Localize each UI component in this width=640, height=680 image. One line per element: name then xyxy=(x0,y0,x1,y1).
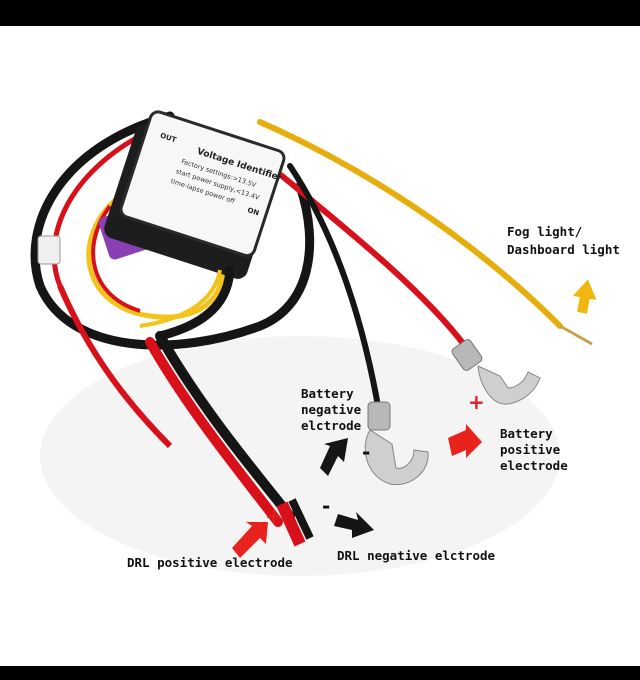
negative-spade-terminal xyxy=(364,429,429,486)
positive-spade-terminal xyxy=(477,365,541,405)
product-photo: Voltage Identifier Factory settings:>13.… xyxy=(0,26,640,666)
black-battery-wire xyxy=(287,163,381,409)
white-connector xyxy=(37,235,61,265)
drl-black-end xyxy=(288,498,314,540)
drl-negative-label: DRL negative elctrode xyxy=(337,548,496,563)
drl-positive-label: DRL positive electrode xyxy=(127,555,293,570)
yellow-loop-wire xyxy=(86,194,225,320)
control-box xyxy=(104,110,286,279)
battery-negative-label-1: Battery xyxy=(301,386,354,401)
black-loop-wire xyxy=(30,111,315,350)
battery-negative-label-3: elctrode xyxy=(301,418,362,433)
harness-illustration: Voltage Identifier Factory settings:>13.… xyxy=(30,110,597,576)
battery-positive-arrow-icon xyxy=(448,424,482,458)
drl-negative-arrow-icon xyxy=(334,512,374,538)
left-red-wire xyxy=(57,284,173,449)
dashboard-light-label: Dashboard light xyxy=(507,242,620,257)
battery-positive-label-2: positive xyxy=(500,442,561,457)
battery-negative-label-2: negative xyxy=(301,402,362,417)
device-on: ON xyxy=(246,206,260,217)
battery-positive-label-1: Battery xyxy=(500,426,553,441)
fog-light-label: Fog light/ xyxy=(507,224,583,239)
box-output-wire xyxy=(158,265,235,341)
battery-negative-arrow-icon xyxy=(320,438,348,476)
fog-arrow-icon xyxy=(572,279,597,314)
battery-positive-label-3: electrode xyxy=(500,458,568,473)
drl-negative-sign: - xyxy=(322,494,331,518)
red-battery-wire xyxy=(267,163,468,349)
black-connector-sleeve xyxy=(367,401,391,431)
box-yellow-wire xyxy=(139,269,222,328)
battery-negative-sign: - xyxy=(362,440,371,464)
drl-positive-sign: + xyxy=(265,504,282,528)
red-loop-wire xyxy=(51,123,162,287)
drl-black-wire xyxy=(155,331,295,521)
drl-red-end xyxy=(276,501,306,547)
box-label-panel xyxy=(119,110,286,258)
yellow-wire-tip xyxy=(559,324,593,346)
drl-red-wire xyxy=(145,337,283,527)
battery-positive-sign: + xyxy=(468,390,485,414)
drl-positive-arrow-icon xyxy=(232,522,268,558)
yellow-fog-wire xyxy=(257,119,563,329)
shadow xyxy=(40,336,560,576)
red-connector-sleeve xyxy=(451,339,483,371)
